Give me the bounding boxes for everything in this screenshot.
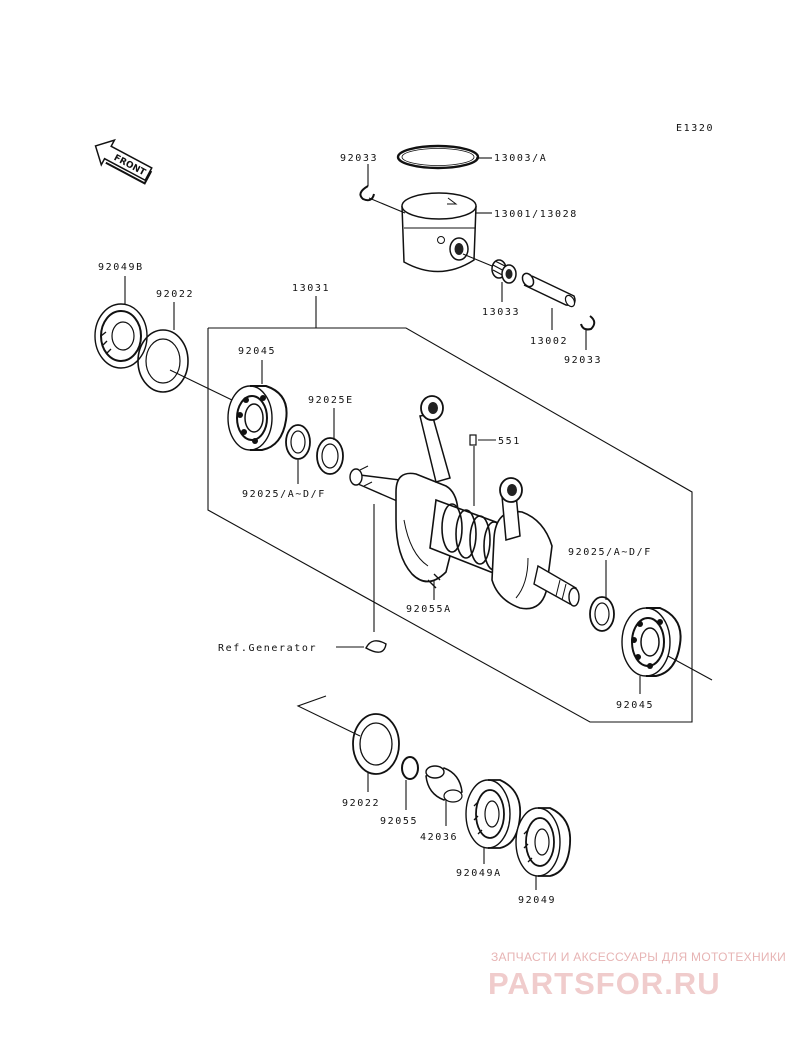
label-13001-13028: 13001/13028 [494, 209, 578, 220]
label-92055a: 92055A [406, 604, 452, 615]
pin-551 [469, 434, 477, 446]
main-bearing-right [621, 607, 682, 677]
label-92033-top: 92033 [340, 153, 378, 164]
label-92045-left: 92045 [238, 346, 276, 357]
oil-seal-92049 [515, 807, 572, 877]
label-13031: 13031 [292, 283, 330, 294]
watermark-logo: ЗАПЧАСТИ И АКСЕССУАРЫ ДЛЯ МОТОТЕХНИКИ PA… [488, 950, 786, 1001]
piston-pin [521, 272, 576, 308]
label-551: 551 [498, 436, 521, 447]
label-92022-top: 92022 [156, 289, 194, 300]
circlip-92055 [401, 756, 419, 780]
diagram-code: E1320 [676, 123, 714, 134]
piston-pin-clip-right [580, 315, 596, 331]
label-92022-bottom: 92022 [342, 798, 380, 809]
label-92049: 92049 [518, 895, 556, 906]
thrust-washer-left [285, 424, 311, 460]
label-92025-left: 92025/A~D/F [242, 489, 326, 500]
crankshaft [349, 465, 580, 610]
label-92045-right: 92045 [616, 700, 654, 711]
oil-seal-92049a [465, 779, 522, 849]
front-arrow-icon: FRONT [94, 138, 153, 185]
crank-seal-92055a [427, 573, 441, 589]
connecting-rod-right [499, 477, 523, 541]
small-end-needle-bearing [462, 253, 517, 284]
label-13003a: 13003/A [494, 153, 547, 164]
label-92055: 92055 [380, 816, 418, 827]
label-42036: 42036 [420, 832, 458, 843]
shim-lower [352, 713, 400, 775]
label-ref-generator: Ref.Generator [218, 643, 317, 654]
watermark-tagline: ЗАПЧАСТИ И АКСЕССУАРЫ ДЛЯ МОТОТЕХНИКИ [491, 950, 786, 964]
watermark-brand: PARTSFOR.RU [488, 966, 721, 1001]
shim-left [137, 329, 189, 393]
piston [401, 192, 477, 273]
label-13002: 13002 [530, 336, 568, 347]
oil-seal-left [94, 303, 148, 369]
thrust-washer-right [589, 596, 615, 632]
piston-ring [396, 144, 480, 170]
woodruff-key [365, 640, 387, 653]
label-92049b: 92049B [98, 262, 144, 273]
collar-42036 [425, 765, 463, 803]
main-bearing-left [227, 385, 288, 451]
label-13033: 13033 [482, 307, 520, 318]
label-92033-right: 92033 [564, 355, 602, 366]
label-92025-right: 92025/A~D/F [568, 547, 652, 558]
label-92049a: 92049A [456, 868, 502, 879]
connecting-rod-left [419, 395, 451, 483]
thrust-washer-e [316, 437, 344, 475]
label-92025e: 92025E [308, 395, 354, 406]
piston-pin-clip-top [359, 185, 375, 202]
